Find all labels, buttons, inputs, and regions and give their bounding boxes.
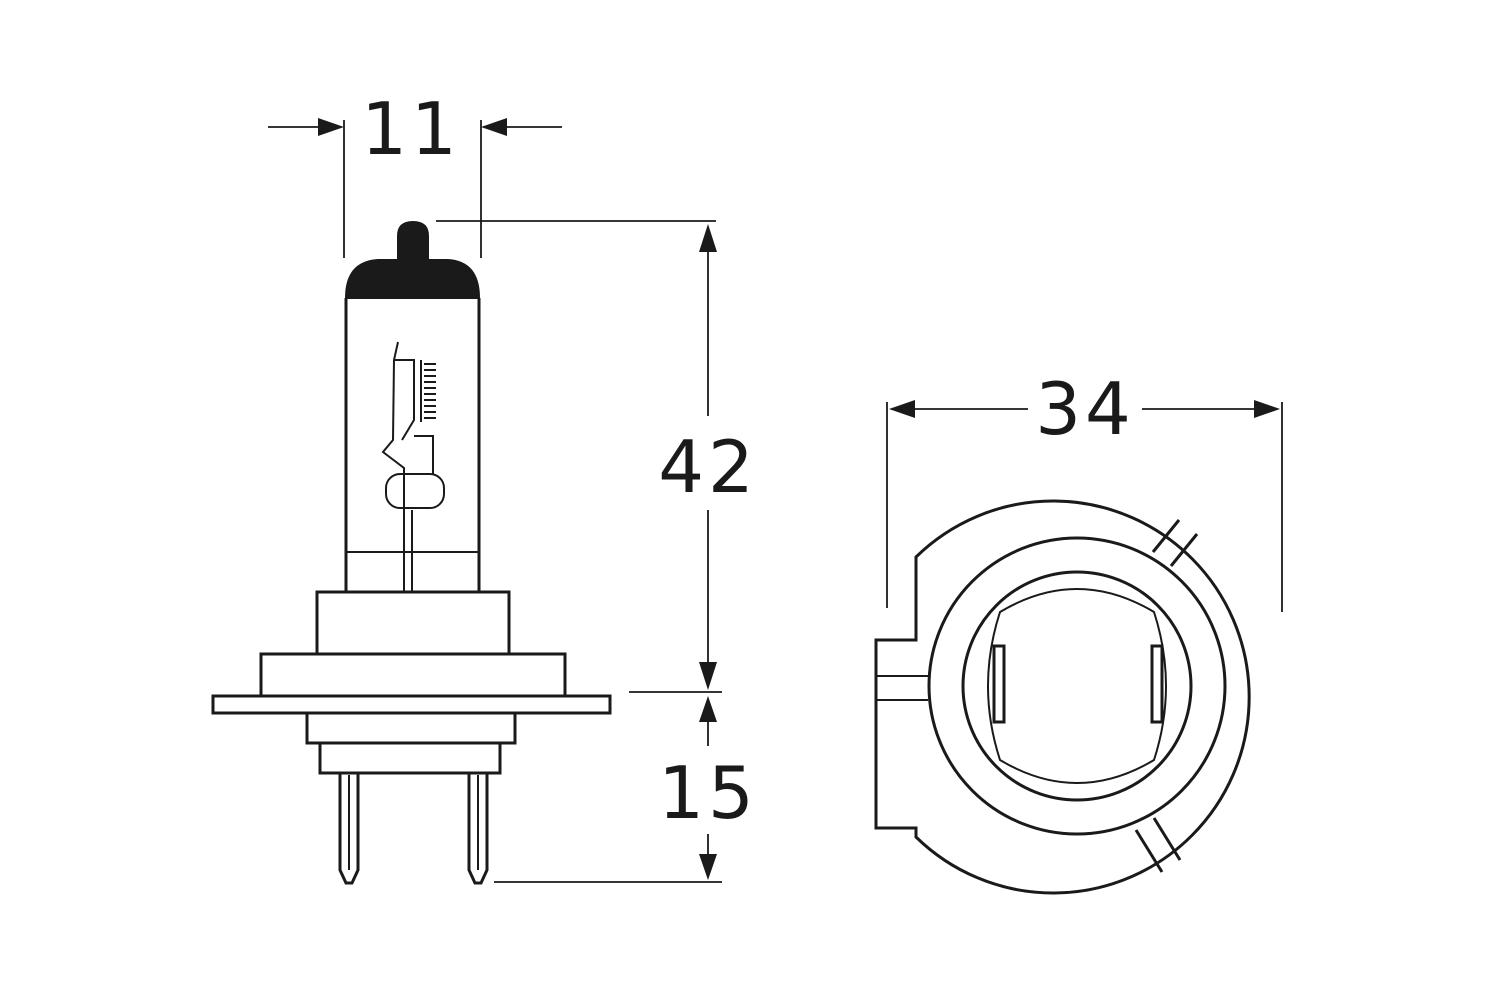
glass-envelope (344, 298, 481, 592)
dimension-label-height: 42 (658, 425, 758, 509)
contact-pin-right (467, 773, 489, 885)
pin-slot-left (992, 644, 1006, 724)
dimension-diameter: 34 (886, 367, 1283, 612)
insulator-face (987, 588, 1167, 784)
notch-top (1151, 519, 1199, 567)
base-collar-upper (315, 590, 511, 656)
filament-bead (385, 473, 445, 509)
glass-tip (397, 220, 429, 263)
dimension-width: 11 (268, 87, 562, 258)
dimension-label-width: 11 (361, 87, 461, 171)
flange-plate (211, 694, 612, 715)
base-bottom (318, 741, 502, 775)
flange-outline (874, 499, 1251, 895)
base-bottom-view (874, 499, 1251, 895)
bulb-side-view (211, 220, 612, 885)
dimension-label-pin-length: 15 (658, 751, 758, 835)
base-lower (305, 711, 517, 745)
dimension-pin-length: 15 (494, 696, 758, 883)
notch-bottom (1134, 817, 1182, 873)
dimension-label-diameter: 34 (1035, 367, 1135, 451)
base-ring-middle (927, 536, 1227, 836)
pin-slot-right (1150, 644, 1164, 724)
glass-cap (344, 259, 481, 299)
contact-pin-left (338, 773, 360, 885)
base-collar-middle (259, 652, 567, 698)
dimension-height: 42 (436, 220, 758, 693)
base-ring-inner (961, 570, 1193, 802)
filament (381, 341, 445, 592)
